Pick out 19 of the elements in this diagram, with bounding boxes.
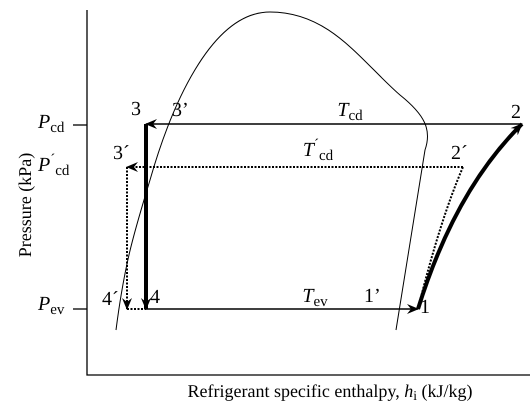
axis-title: Refrigerant specific enthalpy, h$_{i}$ (kJ/kg) <box>186 382 474 400</box>
state-point-label: 2 <box>511 102 521 122</box>
arrow <box>145 119 522 129</box>
state-point-label: 4 <box>150 287 160 307</box>
arrow <box>146 304 419 314</box>
state-point-label: 1 <box>420 297 430 317</box>
arrow <box>141 124 151 310</box>
tick-label: P$_{cd}$ <box>38 112 64 132</box>
state-point-label: 2ˊ <box>451 143 468 163</box>
tick-label: P$_{ev}$ <box>38 294 64 314</box>
state-point-label: 3ˊ <box>113 143 130 163</box>
dotted-arrow <box>126 162 463 172</box>
point-label: 1’ <box>364 286 381 306</box>
axis-title: Pressure (kPa) <box>16 152 34 260</box>
arrow <box>416 122 524 310</box>
point-label: 3’ <box>172 100 189 120</box>
state-point-label: 4ˊ <box>102 289 119 309</box>
dotted-arrow <box>122 167 132 310</box>
state-point-label: 3 <box>131 99 141 119</box>
